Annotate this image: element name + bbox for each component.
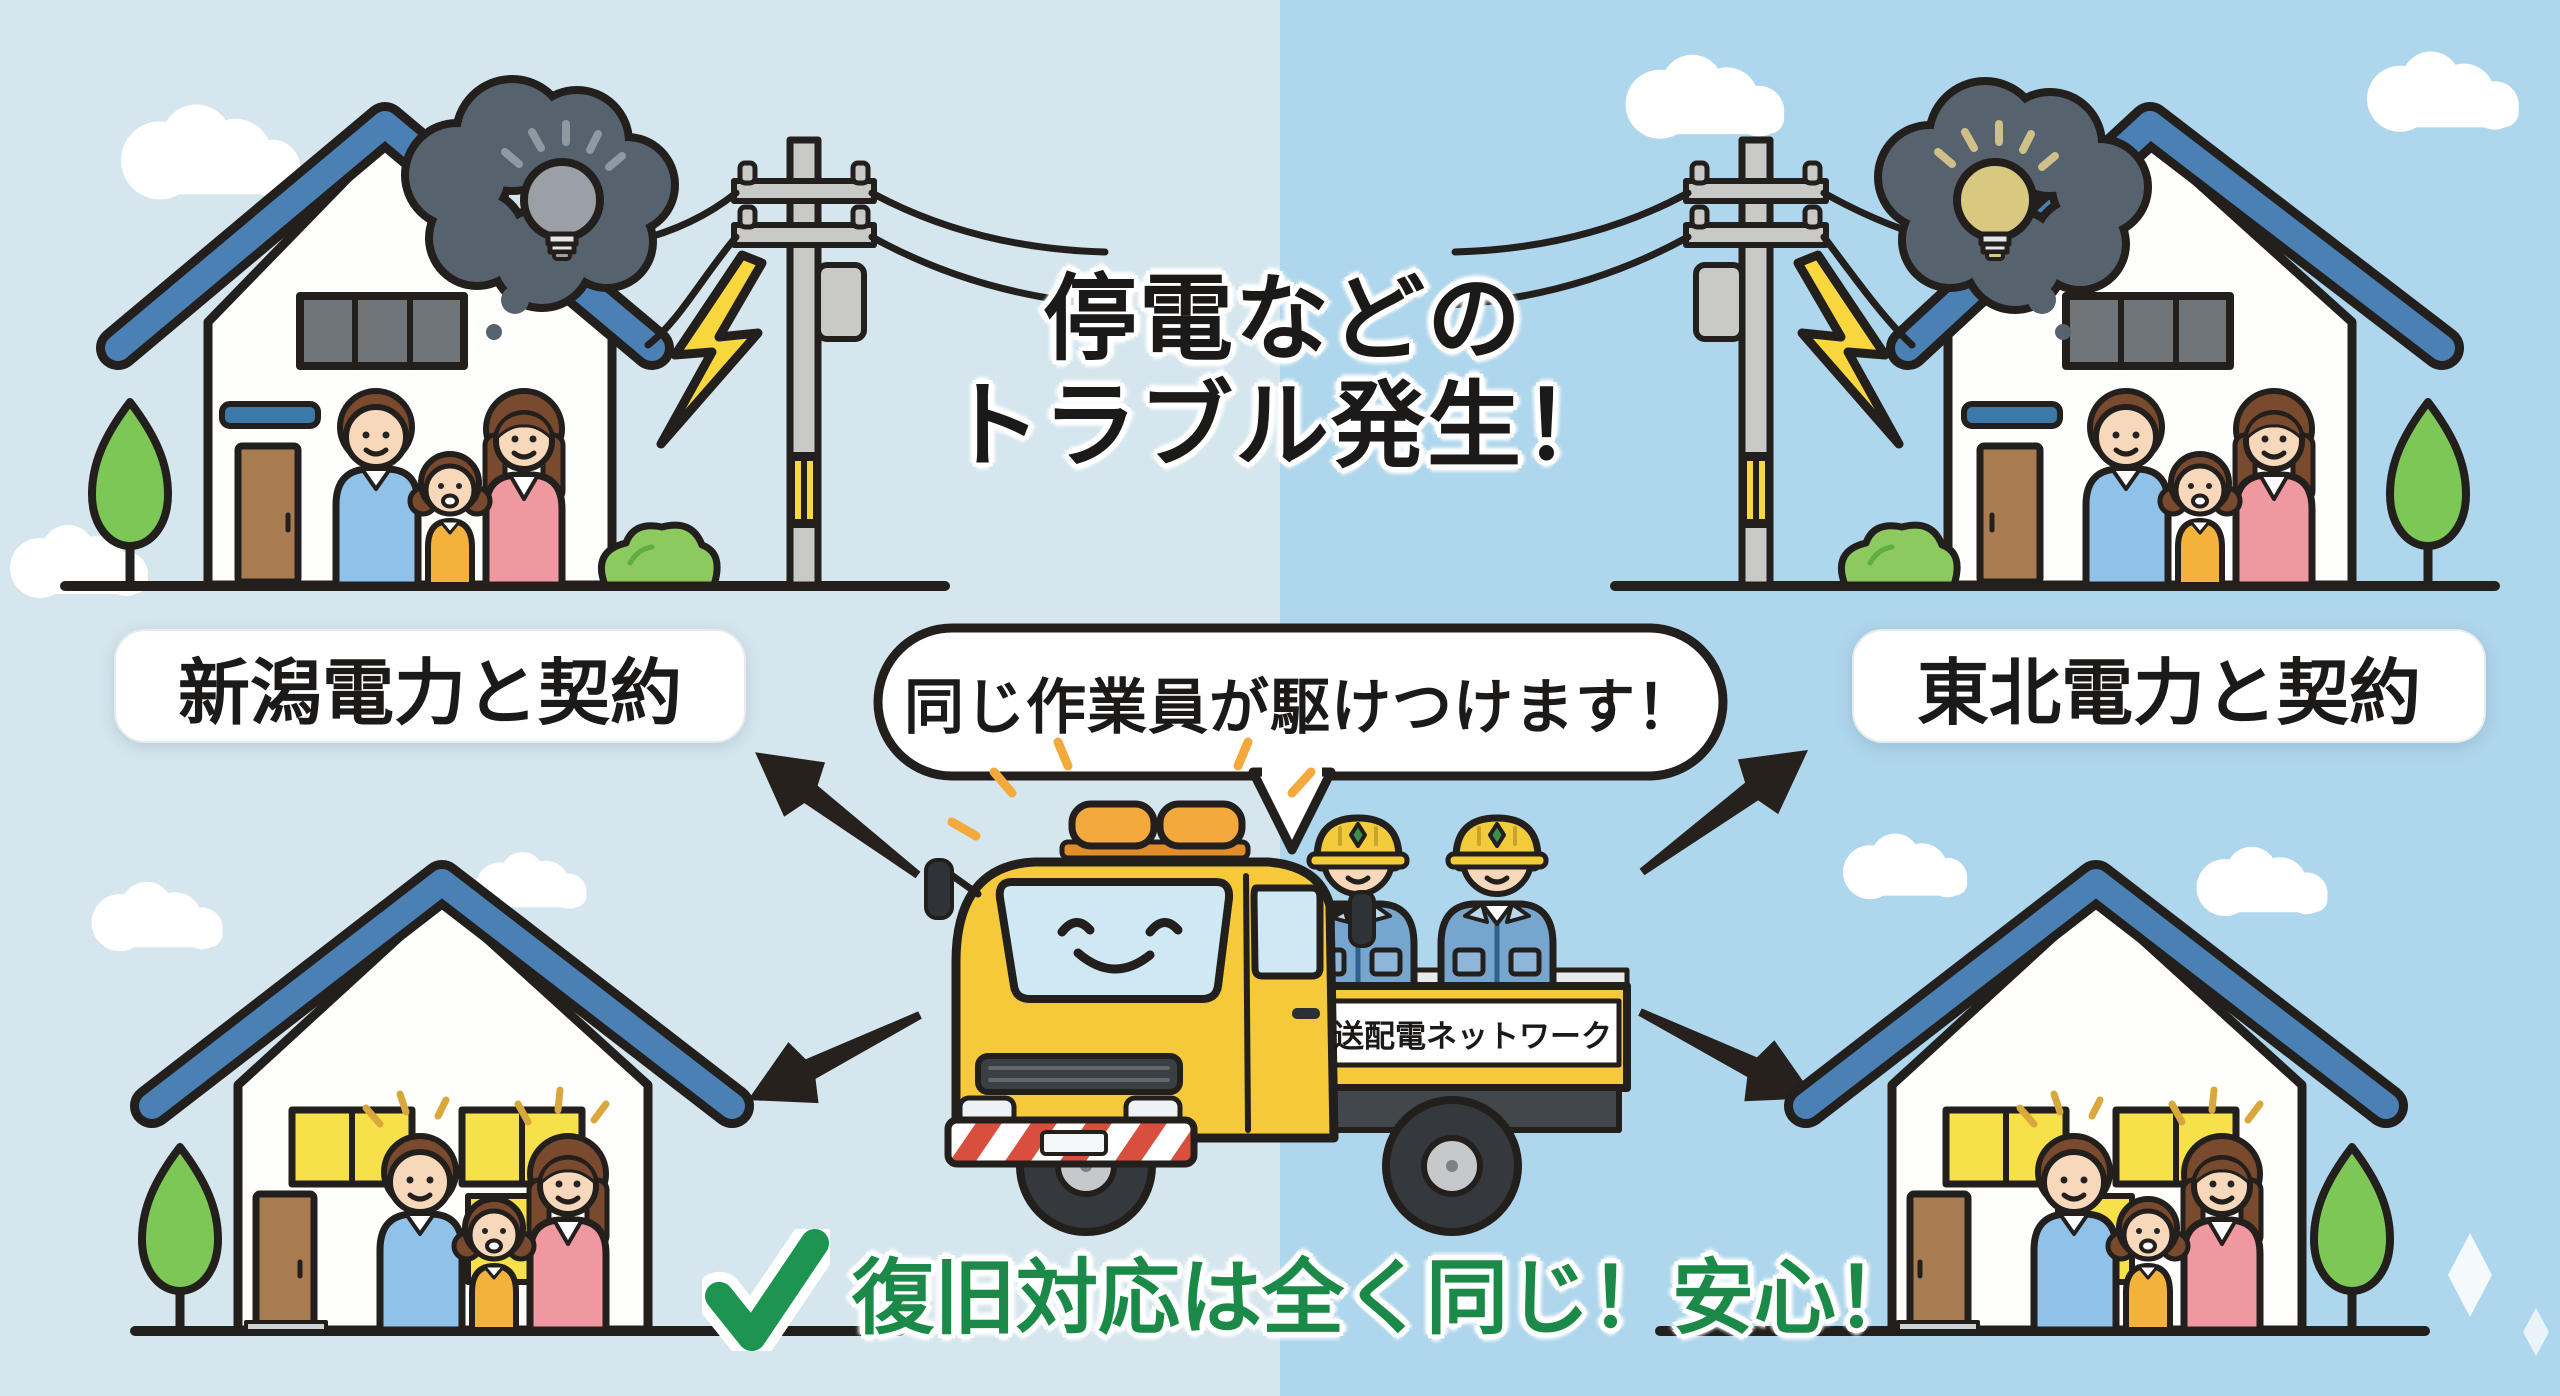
door-window xyxy=(1250,884,1324,980)
truck-face-icon xyxy=(1057,918,1183,974)
left-mirror xyxy=(924,858,954,920)
front-door xyxy=(234,442,302,586)
door-awning xyxy=(219,401,321,429)
right-mirror xyxy=(1348,890,1376,948)
lightning-bolt-icon xyxy=(656,250,767,449)
door-step xyxy=(244,1320,328,1333)
contract-label-left-box xyxy=(114,629,746,743)
dark-window-icon xyxy=(296,292,468,370)
front-door xyxy=(1976,442,2044,586)
transformer-box xyxy=(815,262,867,342)
sparkle-icon xyxy=(2448,1233,2492,1317)
arrow-to-top-left xyxy=(755,752,921,879)
arrow-to-top-right xyxy=(1639,750,1809,876)
power-wires xyxy=(1446,189,2014,349)
dark-window-icon xyxy=(2062,292,2234,370)
door-step xyxy=(1896,1320,1980,1333)
sparkle-icon xyxy=(2523,1308,2549,1356)
transformer-box xyxy=(1693,262,1745,342)
bulb-on-icon xyxy=(1934,120,2059,261)
dispatch-arrows xyxy=(747,750,1815,1104)
striped-bumper xyxy=(944,1116,1198,1168)
front-door xyxy=(252,1190,318,1332)
windshield xyxy=(995,878,1234,1003)
house-bottom-left-restored xyxy=(130,860,754,1335)
grille xyxy=(975,1053,1183,1095)
worker-right xyxy=(1441,818,1553,1000)
power-pole-left xyxy=(409,83,1114,585)
lightning-bolt-icon xyxy=(1793,250,1904,449)
roof-blue xyxy=(139,869,745,1119)
arrow-to-bottom-right xyxy=(1638,1008,1815,1102)
arrow-to-bottom-left xyxy=(747,1011,922,1104)
service-truck xyxy=(924,737,1631,1236)
contract-label-right-box xyxy=(1852,629,2486,743)
license-plate xyxy=(1040,1130,1108,1156)
truck-beacon xyxy=(1059,800,1251,861)
door-handle xyxy=(1292,1008,1320,1019)
speech-bubble-shape xyxy=(873,623,1728,855)
house-bottom-right-restored xyxy=(1784,860,2549,1356)
roof-blue xyxy=(1793,869,2399,1119)
door-awning xyxy=(1961,401,2063,429)
bulb-off-icon xyxy=(501,120,626,261)
power-pole-right xyxy=(1446,85,2144,585)
power-wires xyxy=(556,189,1114,349)
truck-sign-band xyxy=(1323,998,1622,1068)
